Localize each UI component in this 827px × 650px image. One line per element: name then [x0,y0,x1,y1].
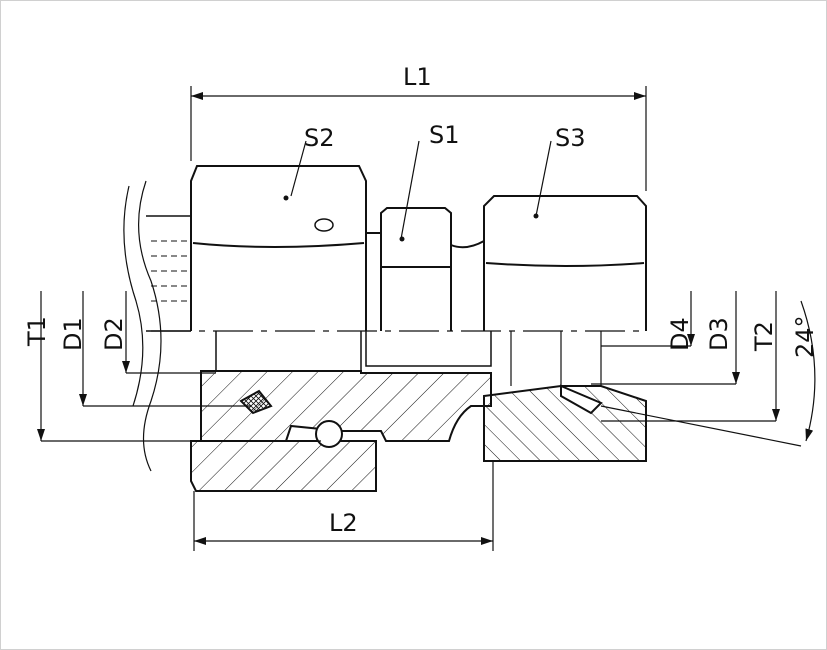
label-t1: T1 [23,316,51,347]
leader-dot [399,236,405,242]
label-d2: D2 [100,317,128,351]
label-t2: T2 [750,321,778,352]
label-s3: S3 [555,124,586,152]
label-d1: D1 [59,317,87,351]
leader-dot [533,213,539,219]
label-d4: D4 [666,317,694,351]
label-l1: L1 [403,63,432,91]
label-s2: S2 [304,124,335,152]
dimension-lines [37,86,816,551]
leader-dot [283,195,289,201]
label-s1: S1 [429,121,460,149]
label-d3: D3 [705,317,733,351]
section-hatching [190,370,647,492]
label-angle: 24° [791,315,819,358]
label-l2: L2 [329,509,358,537]
